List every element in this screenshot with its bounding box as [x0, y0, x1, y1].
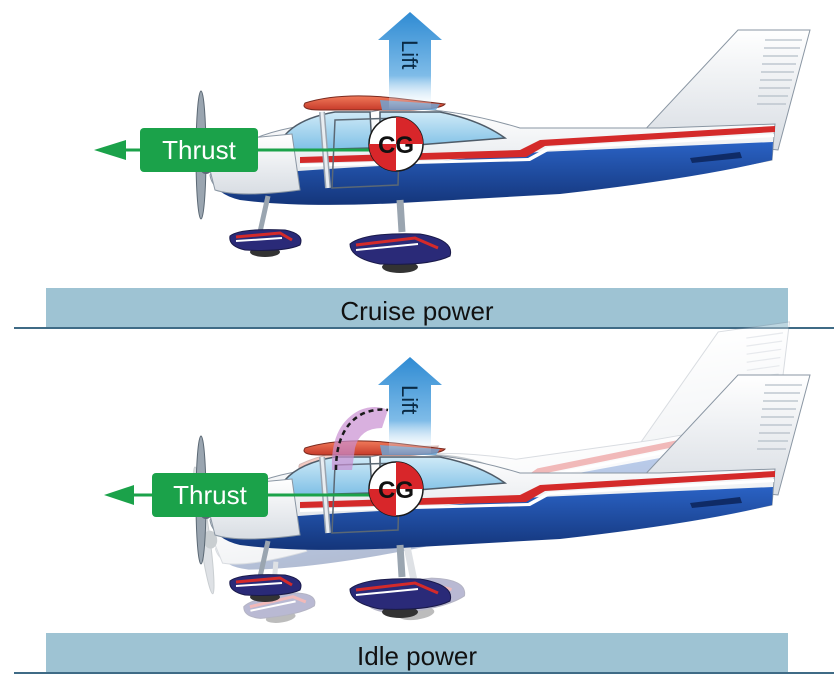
lift-label: Lift [397, 385, 422, 414]
lift-arrow: Lift [378, 357, 442, 455]
idle-panel: Lift Thrust CG Idle power [14, 322, 834, 673]
cg-label: CG [378, 132, 414, 159]
cg-label: CG [378, 477, 414, 504]
lift-label: Lift [397, 40, 422, 69]
lift-arrow: Lift [378, 12, 442, 110]
thrust-label: Thrust [173, 480, 247, 510]
cg-symbol: CG [369, 117, 423, 171]
cg-symbol: CG [369, 462, 423, 516]
thrust-label: Thrust [162, 135, 236, 165]
cruise-panel: Lift Thrust CG Cruise power [14, 12, 834, 328]
caption-cruise: Cruise power [340, 296, 494, 326]
caption-idle: Idle power [357, 641, 477, 671]
